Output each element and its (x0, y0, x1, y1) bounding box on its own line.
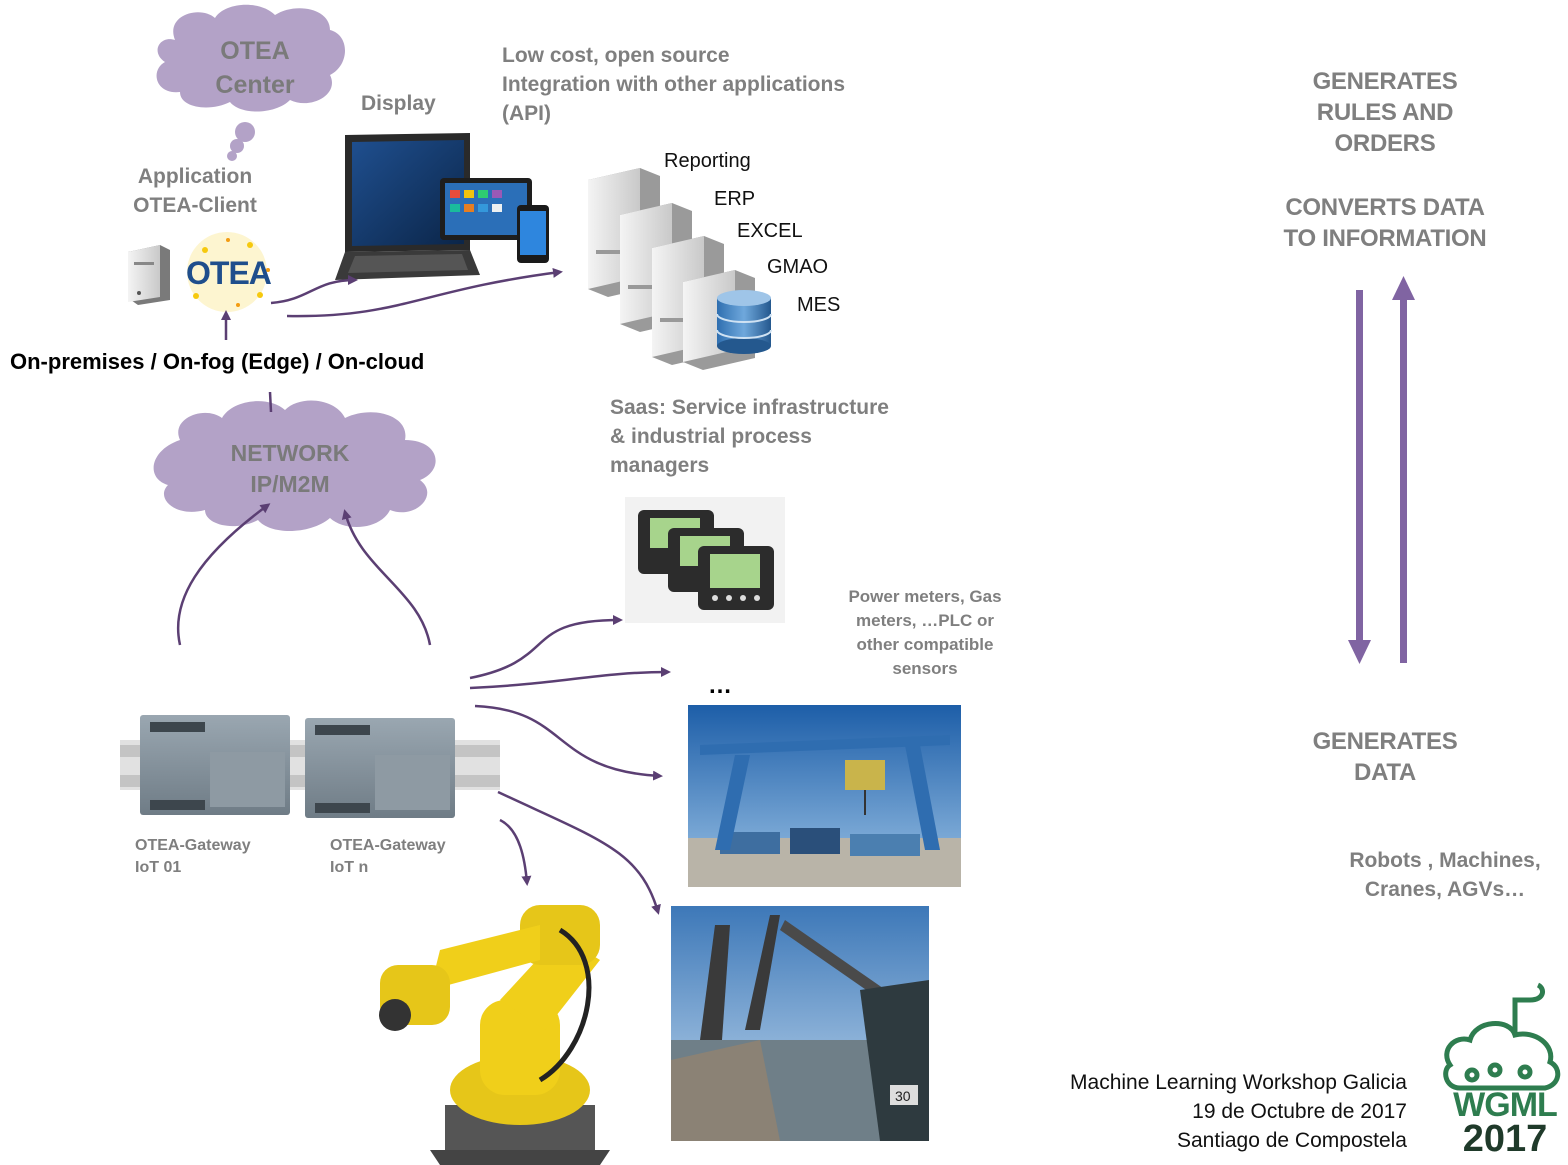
wgml-logo-line2: 2017 (1462, 1118, 1548, 1160)
rules-line1: GENERATES (1312, 68, 1458, 95)
meters-text-line2: meters, …PLC or (856, 611, 994, 630)
saas-text-line1: Saas: Service infrastructure (610, 396, 889, 419)
gantry-crane-photo (688, 705, 961, 887)
integration-gmao: GMAO (767, 256, 829, 278)
otea-center-line1: OTEA (220, 37, 290, 65)
converts-data-heading: CONVERTS DATA TO INFORMATION (1250, 192, 1520, 254)
devices-text: Robots , Machines, Cranes, AGVs… (1310, 846, 1568, 904)
database-icon (716, 290, 772, 354)
wgml-logo-icon (1443, 982, 1561, 1091)
saas-text-line2: & industrial process (610, 425, 812, 448)
otea-logo-text: OTEA (186, 255, 272, 291)
otea-logo (187, 232, 270, 312)
meters-text: Power meters, Gas meters, …PLC or other … (820, 585, 1030, 681)
otea-center-label: OTEA Center (190, 34, 320, 102)
rules-line3: ORDERS (1334, 130, 1436, 157)
meters-text-line4: sensors (892, 659, 958, 678)
network-label: NETWORK IP/M2M (205, 438, 375, 500)
footer-line1: Machine Learning Workshop Galicia (1070, 1071, 1407, 1094)
ellipsis-more: … (708, 672, 732, 699)
right-flow-arrows (1348, 276, 1415, 664)
gateway-label-01: OTEA-Gateway IoT 01 (135, 835, 251, 879)
api-text-line1: Low cost, open source (502, 44, 730, 67)
integration-reporting: Reporting (664, 150, 751, 172)
footer-line2: 19 de Octubre de 2017 (1192, 1100, 1407, 1123)
client-server-illustration (128, 245, 170, 305)
integration-erp: ERP (714, 188, 756, 210)
meters-text-line3: other compatible (856, 635, 994, 654)
wgml-logo-text: WGML 2017 (1450, 1086, 1560, 1160)
generates-rules-heading: GENERATES RULES AND ORDERS (1250, 66, 1520, 159)
network-line2: IP/M2M (250, 471, 330, 497)
network-line1: NETWORK (230, 440, 350, 466)
converts-line1: CONVERTS DATA (1285, 194, 1485, 221)
footer-text: Machine Learning Workshop Galicia 19 de … (960, 1068, 1407, 1155)
meters-text-line1: Power meters, Gas (848, 587, 1002, 606)
power-meters-photo (625, 497, 785, 623)
client-label: Application OTEA-Client (110, 162, 280, 220)
otea-center-line2: Center (215, 71, 295, 99)
saas-text: Saas: Service infrastructure & industria… (610, 393, 889, 480)
api-text: Low cost, open source Integration with o… (502, 41, 845, 128)
devices-illustration (335, 133, 549, 280)
flow-arrows (176, 267, 671, 915)
client-label-line2: OTEA-Client (133, 194, 257, 217)
gen-data-line1: GENERATES (1312, 728, 1458, 755)
api-text-line2: Integration with other applications (502, 73, 846, 96)
gateway-01-line1: OTEA-Gateway (135, 837, 251, 854)
integration-excel: EXCEL (737, 220, 803, 242)
integration-mes: MES (797, 294, 841, 316)
saas-text-line3: managers (610, 454, 710, 477)
gateway-label-n: OTEA-Gateway IoT n (330, 835, 446, 879)
generates-data-heading: GENERATES DATA (1250, 726, 1520, 788)
industrial-robot-illustration (379, 905, 610, 1165)
api-text-line3: (API) (502, 102, 551, 125)
devices-line1: Robots , Machines, (1349, 849, 1541, 872)
svg-text:30: 30 (895, 1088, 911, 1104)
client-label-line1: Application (137, 165, 253, 188)
footer-line3: Santiago de Compostela (1177, 1129, 1407, 1152)
network-cloud (153, 400, 436, 532)
devices-line2: Cranes, AGVs… (1364, 878, 1526, 901)
server-stack-illustration (588, 168, 772, 370)
otea-center-cloud (156, 4, 345, 161)
gateway-n-line1: OTEA-Gateway (330, 837, 446, 854)
wgml-logo-line1: WGML (1453, 1086, 1558, 1124)
rules-line2: RULES AND (1316, 99, 1454, 126)
display-label: Display (361, 92, 436, 115)
deployment-text: On-premises / On-fog (Edge) / On-cloud (10, 349, 425, 374)
gateway-n-line2: IoT n (330, 859, 369, 876)
gateway-modules-illustration (120, 715, 500, 818)
gateway-01-line2: IoT 01 (135, 859, 182, 876)
gen-data-line2: DATA (1354, 759, 1416, 786)
port-cranes-photo: 30 (671, 906, 929, 1141)
converts-line2: TO INFORMATION (1283, 225, 1487, 252)
